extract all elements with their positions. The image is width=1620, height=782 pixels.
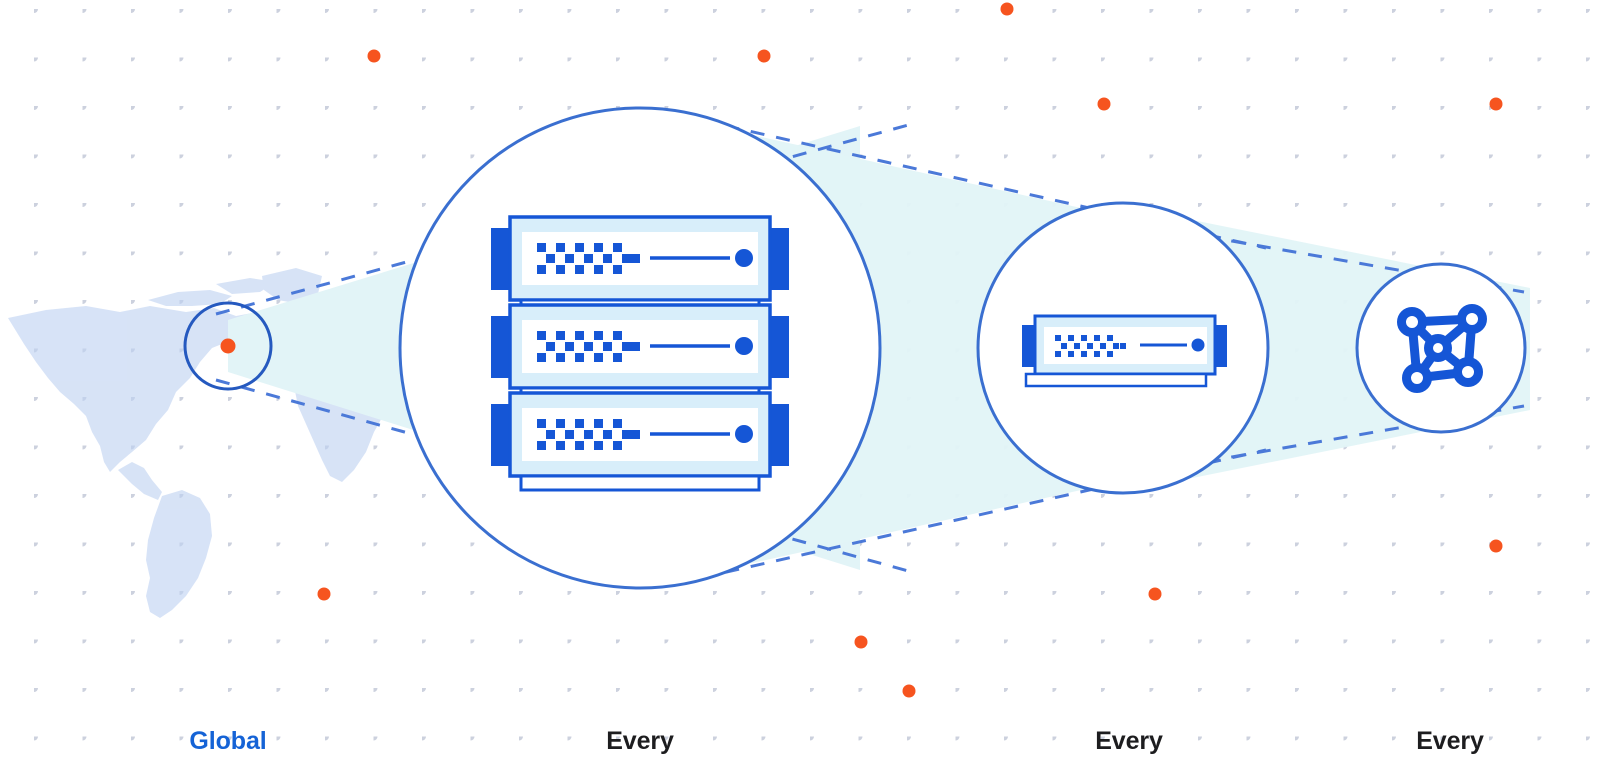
single-server-leds — [1055, 335, 1126, 357]
orange-accent-dot — [1489, 539, 1503, 553]
orange-accent-dot — [854, 635, 868, 649]
label-global-network-line1: Global — [189, 726, 267, 755]
network-graph-icon — [1397, 304, 1487, 393]
circle-global-network — [183, 301, 273, 391]
orange-accent-dot — [317, 587, 331, 601]
label-every-service: Every service — [1350, 669, 1550, 782]
map-location-marker — [220, 338, 236, 354]
graph-node-bottom-left — [1402, 363, 1432, 393]
label-every-data-center-line1: Every — [606, 726, 674, 755]
server-base-bar-3 — [519, 474, 761, 492]
single-server-base-bar — [1024, 372, 1208, 388]
orange-accent-dot — [1097, 97, 1111, 111]
label-every-data-center: Every data center — [520, 669, 760, 782]
orange-accent-dot — [367, 49, 381, 63]
server-unit-3 — [491, 391, 789, 492]
dashed-line-top-1 — [215, 122, 913, 316]
server-leds-2 — [537, 331, 640, 362]
orange-accent-dot — [1148, 587, 1162, 601]
server-ear-right-2 — [767, 316, 789, 378]
server-status-dot-2 — [735, 337, 753, 355]
label-every-server: Every server — [1029, 669, 1229, 782]
server-ear-left-1 — [491, 228, 513, 290]
orange-dots — [317, 2, 1503, 698]
single-server-status-dot — [1191, 338, 1205, 352]
server-ear-left-2 — [491, 316, 513, 378]
server-ear-left-3 — [491, 404, 513, 466]
dashed-line-bottom-1 — [215, 378, 913, 574]
graph-node-top-right — [1457, 304, 1487, 334]
graph-node-bottom-right — [1453, 357, 1483, 387]
label-every-server-line1: Every — [1095, 726, 1163, 755]
graph-node-center — [1424, 334, 1452, 362]
orange-accent-dot — [757, 49, 771, 63]
server-ear-right-3 — [767, 404, 789, 466]
orange-accent-dot — [902, 684, 916, 698]
server-leds-1 — [537, 243, 640, 274]
dashed-line-bottom-2 — [699, 448, 1267, 580]
orange-accent-dot — [1489, 97, 1503, 111]
server-status-dot-3 — [735, 425, 753, 443]
label-every-service-line1: Every — [1416, 726, 1484, 755]
server-rack — [491, 215, 789, 492]
server-status-dot-1 — [735, 249, 753, 267]
orange-accent-dot — [1000, 2, 1014, 16]
graph-node-top-left — [1397, 307, 1427, 337]
server-ear-right-1 — [767, 228, 789, 290]
dashed-line-top-2 — [699, 118, 1267, 250]
label-global-network: Global network — [128, 669, 328, 782]
single-server-unit — [1022, 314, 1227, 388]
server-leds-3 — [537, 419, 640, 450]
